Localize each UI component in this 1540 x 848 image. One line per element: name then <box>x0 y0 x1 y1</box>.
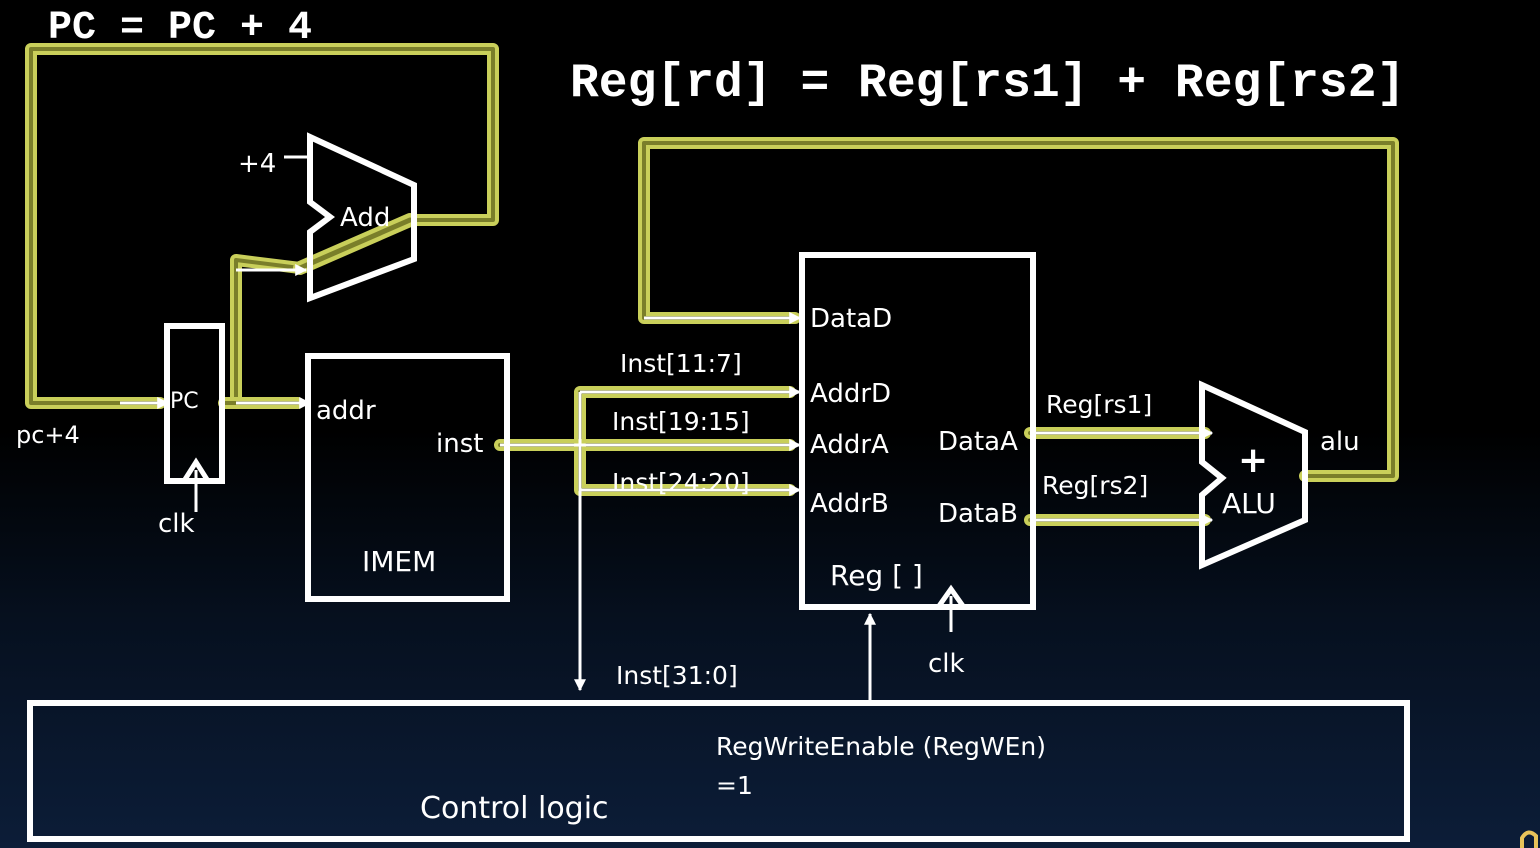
regfile-block <box>799 252 1036 610</box>
pc-feedback-path <box>25 43 499 409</box>
imem-label: IMEM <box>362 545 436 578</box>
regfile-dataa-port: DataA <box>938 427 1018 457</box>
regfile-addrb-port: AddrB <box>810 489 889 519</box>
pc-label: PC <box>170 389 199 414</box>
regfile-addra-port: AddrA <box>810 430 889 460</box>
alu-in-b-label: Reg[rs2] <box>1042 471 1148 500</box>
imem-inst-port: inst <box>436 429 483 459</box>
alu-shape <box>1199 380 1308 570</box>
pc-equation: PC = PC + 4 <box>48 6 312 51</box>
adder-constant: +4 <box>238 149 276 179</box>
inst-rs1-label: Inst[19:15] <box>612 407 750 436</box>
reg-equation: Reg[rd] = Reg[rs1] + Reg[rs2] <box>570 57 1405 111</box>
regfile-datad-port: DataD <box>810 304 892 334</box>
alu-out-label: alu <box>1320 427 1360 457</box>
pc-to-adder-path <box>230 254 306 409</box>
inst-full-label: Inst[31:0] <box>616 661 738 690</box>
regfile-addrd-port: AddrD <box>810 379 891 409</box>
page-number-fragment <box>1520 830 1538 848</box>
pc-register <box>164 323 225 484</box>
inst-rd-label: Inst[11:7] <box>620 349 742 378</box>
control-signal-value: =1 <box>716 771 753 800</box>
alu-op-symbol: + <box>1238 440 1268 481</box>
alu-writeback-path <box>638 137 1399 482</box>
pc-input-label: pc+4 <box>16 421 80 449</box>
regfile-label: Reg [ ] <box>830 559 923 592</box>
pc-clk-label: clk <box>158 509 195 539</box>
pc-clk-triangle <box>181 457 211 483</box>
regfile-clk-label: clk <box>928 649 965 679</box>
alu-in-a-label: Reg[rs1] <box>1046 390 1152 419</box>
inst-rs2-label: Inst[24:20] <box>612 468 750 497</box>
adder-shape <box>307 132 417 303</box>
control-logic-block <box>27 700 1410 842</box>
control-signal-name: RegWriteEnable (RegWEn) <box>716 732 1046 761</box>
control-logic-label: Control logic <box>420 791 609 826</box>
regfile-datab-port: DataB <box>938 499 1018 529</box>
wires <box>120 155 1214 700</box>
alu-label: ALU <box>1222 487 1276 520</box>
regfile-clk-triangle <box>936 584 966 608</box>
imem-addr-port: addr <box>316 396 376 426</box>
adder-label: Add <box>340 203 390 233</box>
highlighted-paths <box>25 43 1399 526</box>
imem-block <box>305 353 510 602</box>
